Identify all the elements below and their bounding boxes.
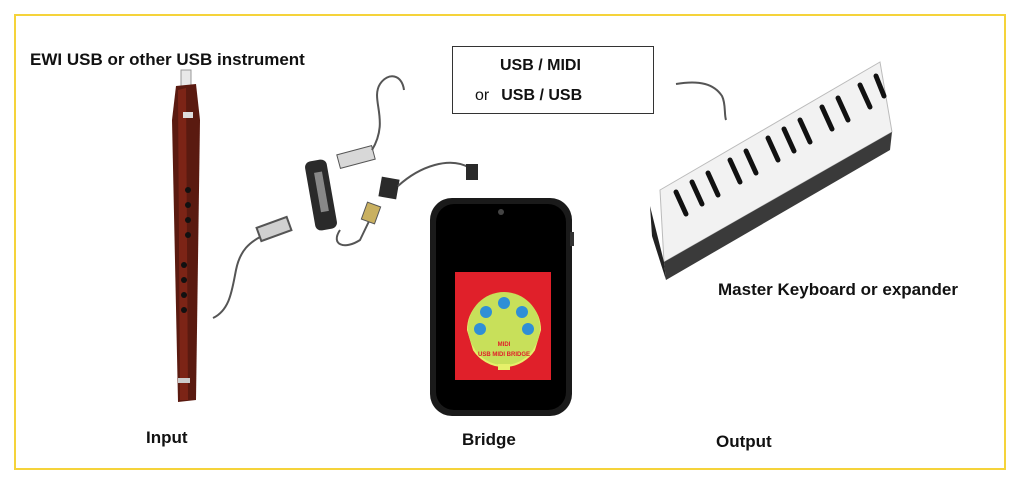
protocol-line-2: or USB / USB	[475, 87, 582, 105]
master-keyboard-image	[650, 61, 893, 280]
protocol-line-1: USB / MIDI	[500, 57, 581, 74]
midi-pin	[480, 306, 492, 318]
midi-pin	[522, 323, 534, 335]
usb-cable-output	[675, 81, 727, 121]
output-device-label: Master Keyboard or expander	[718, 280, 958, 299]
midi-pin	[498, 297, 510, 309]
ewi-instrument-image	[172, 69, 200, 402]
screen-app-text-1: MIDI	[498, 342, 511, 348]
input-device-title: EWI USB or other USB instrument	[30, 50, 305, 69]
screen-app-text-2: USB MIDI BRIDGE	[478, 352, 530, 358]
midi-pin	[516, 306, 528, 318]
stage-label-input: Input	[146, 428, 188, 447]
usb-adapter-image	[305, 75, 478, 247]
protocol-line-2-value: USB / USB	[501, 87, 583, 104]
stage-label-output: Output	[716, 432, 772, 451]
phone-bridge-image: MIDI USB MIDI BRIDGE	[430, 198, 574, 416]
midi-pin	[474, 323, 486, 335]
stage-label-bridge: Bridge	[462, 430, 516, 449]
protocol-or-label: or	[475, 87, 490, 104]
usb-cable-input	[212, 215, 293, 319]
protocol-box: USB / MIDI or USB / USB	[452, 46, 654, 114]
